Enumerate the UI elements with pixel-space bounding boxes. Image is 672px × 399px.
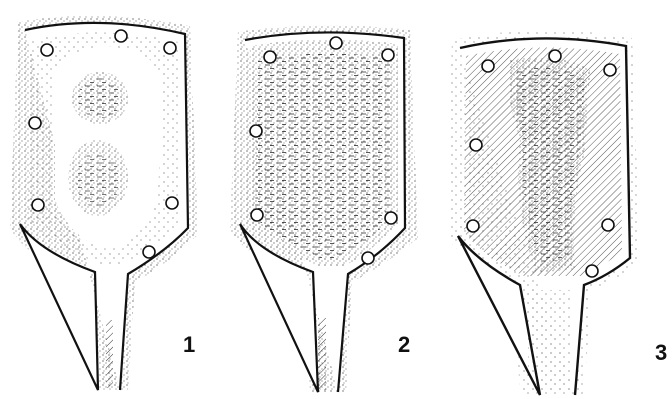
marker-circle — [250, 125, 262, 137]
marker-circle — [143, 246, 155, 258]
panel-1-stalk-fibers — [106, 320, 113, 388]
marker-circle — [482, 60, 494, 72]
marker-circle — [330, 37, 342, 49]
marker-circle — [32, 199, 44, 211]
panel-1-label: 1 — [183, 332, 195, 357]
marker-circle — [164, 42, 176, 54]
panel-1-upper-cluster — [72, 72, 128, 124]
marker-circle — [586, 265, 598, 277]
marker-circle — [602, 219, 614, 231]
panel-3-stalk-stipple — [528, 290, 572, 392]
panel-3: 3 — [448, 30, 667, 395]
panel-3-label: 3 — [655, 340, 667, 365]
marker-circle — [467, 220, 479, 232]
panel-2-interior-texture — [255, 53, 390, 258]
panel-2-stalk-fibers — [318, 318, 326, 390]
panel-2: 2 — [230, 25, 418, 392]
marker-circle — [41, 44, 53, 56]
marker-circle — [251, 209, 263, 221]
marker-circle — [549, 50, 561, 62]
marker-circle — [264, 51, 276, 63]
marker-circle — [362, 252, 374, 264]
marker-circle — [470, 139, 482, 151]
panel-1: 1 — [10, 16, 198, 390]
marker-circle — [166, 197, 178, 209]
panel-2-label: 2 — [398, 332, 410, 357]
marker-circle — [115, 30, 127, 42]
marker-circle — [385, 212, 397, 224]
marker-circle — [29, 117, 41, 129]
marker-circle — [604, 64, 616, 76]
marker-circle — [382, 49, 394, 61]
panel-1-lower-cluster — [68, 140, 128, 216]
